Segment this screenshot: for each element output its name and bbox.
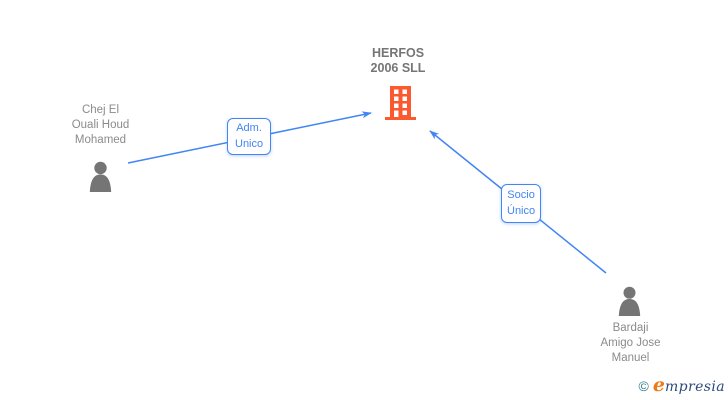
copyright-icon: ©: [638, 378, 649, 394]
person-node-chej-el-ouali-houd-mohamed[interactable]: [87, 161, 114, 198]
brand-rest: mpresia: [664, 379, 725, 395]
edge-label-socio-unico: Socio Único: [501, 184, 542, 223]
edge-label-adm-unico: Adm. Unico: [227, 118, 272, 155]
empresia-logo: © empresia: [639, 374, 725, 396]
company-node[interactable]: [384, 86, 417, 125]
brand-wordmark: empresia: [653, 374, 725, 396]
person-icon: [616, 286, 643, 321]
company-name[interactable]: HERFOS 2006 SLL: [370, 46, 426, 75]
person-node-bardaji-amigo-jose-manuel[interactable]: [616, 286, 643, 322]
person-name-chej-el-ouali-houd-mohamed[interactable]: Chej El Ouali Houd Mohamed: [71, 104, 130, 146]
brand-initial: e: [652, 374, 665, 396]
person-name-bardaji-amigo-jose-manuel[interactable]: Bardaji Amigo Jose Manuel: [600, 322, 661, 364]
building-icon: [384, 86, 417, 124]
person-icon: [87, 161, 114, 197]
